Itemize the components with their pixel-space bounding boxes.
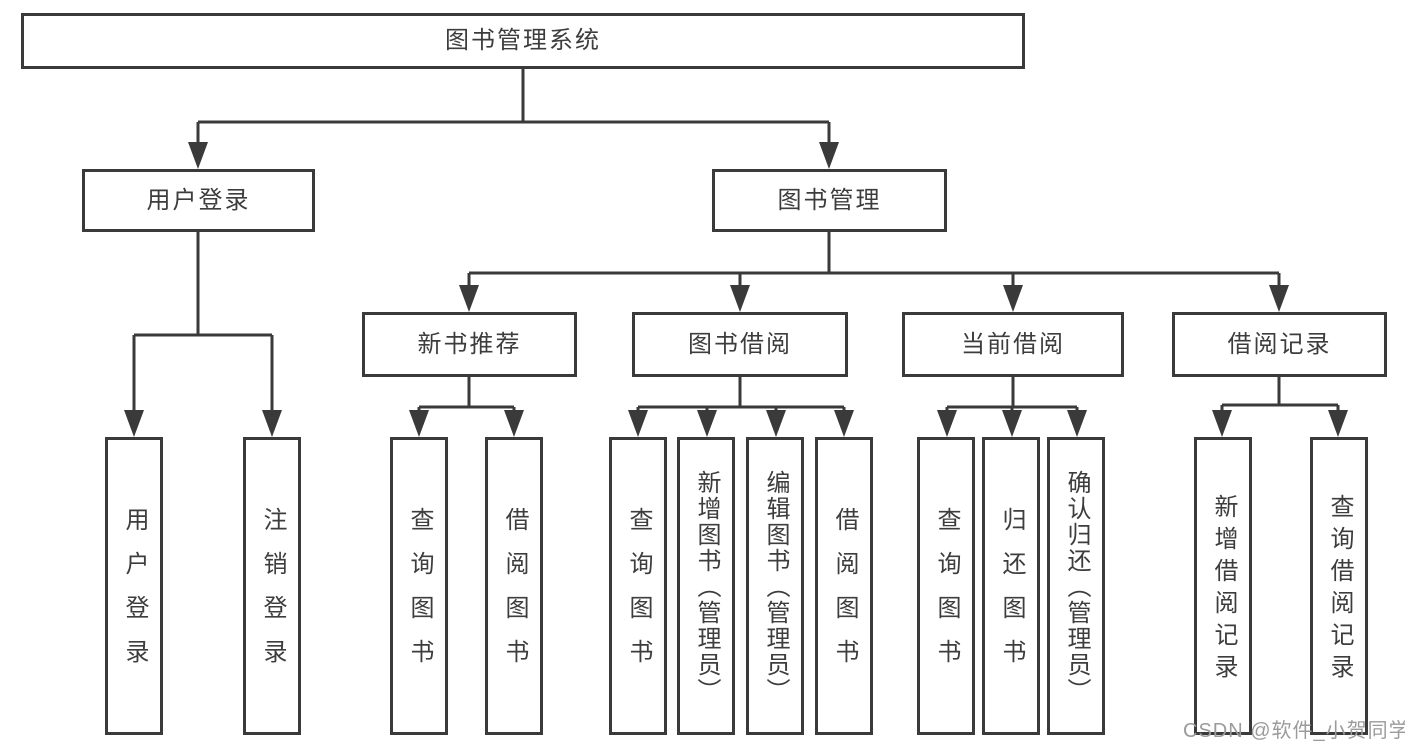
node-leaf-return-books: 归还图书 (982, 437, 1040, 735)
node-book-management: 图书管理 (712, 169, 947, 232)
node-borrow-records: 借阅记录 (1172, 312, 1387, 377)
node-leaf-user-login: 用户登录 (105, 437, 163, 735)
node-book-borrow: 图书借阅 (632, 312, 848, 377)
node-leaf-add-borrow-record: 新增借阅记录 (1194, 437, 1252, 735)
node-leaf-query-books-2: 查询图书 (609, 437, 667, 735)
node-root: 图书管理系统 (21, 13, 1025, 69)
node-leaf-edit-books-admin: 编辑图书（管理员） (746, 437, 804, 735)
node-new-book-recommend: 新书推荐 (362, 312, 577, 377)
node-current-borrow: 当前借阅 (902, 312, 1124, 377)
node-leaf-borrow-books-1: 借阅图书 (485, 437, 543, 735)
node-user-login: 用户登录 (82, 169, 315, 232)
node-leaf-logout: 注销登录 (243, 437, 301, 735)
node-leaf-query-books-3: 查询图书 (917, 437, 975, 735)
node-leaf-query-borrow-record: 查询借阅记录 (1310, 437, 1368, 735)
csdn-watermark: CSDN @软件_小贺同学 (1183, 720, 1405, 742)
node-leaf-query-books-1: 查询图书 (390, 437, 448, 735)
node-leaf-add-books-admin: 新增图书（管理员） (677, 437, 735, 735)
node-leaf-confirm-return-admin: 确认归还（管理员） (1047, 437, 1105, 735)
node-leaf-borrow-books-2: 借阅图书 (815, 437, 873, 735)
